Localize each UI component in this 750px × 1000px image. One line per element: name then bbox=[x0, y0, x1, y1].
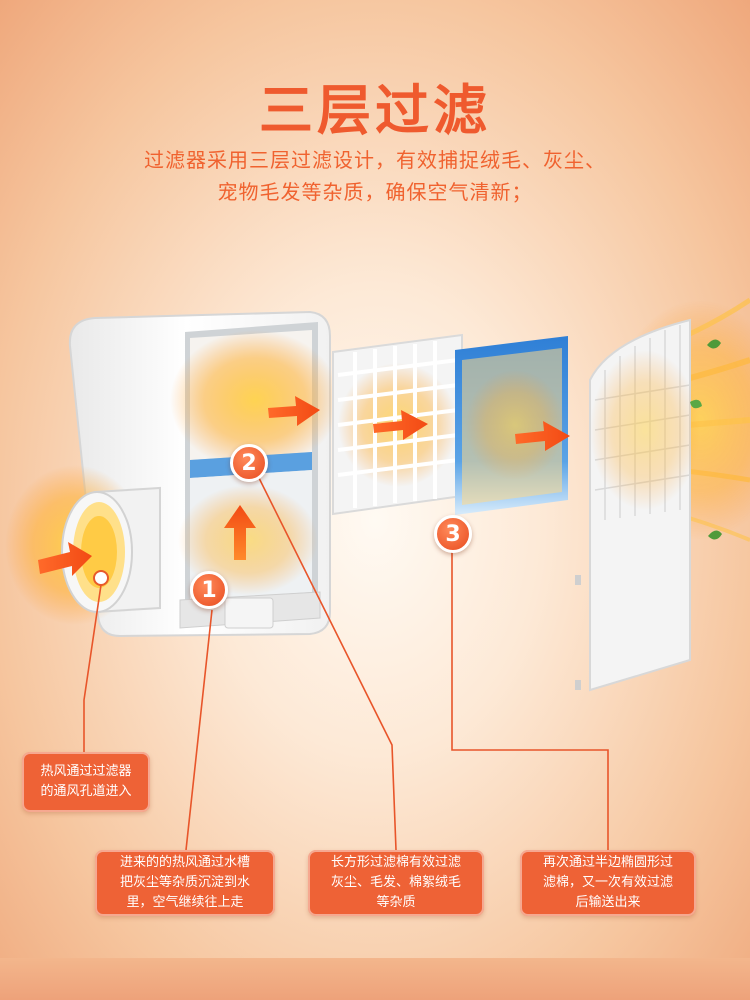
leaf-icon bbox=[690, 339, 722, 540]
step-3-line-2: 滤棉，又一次有效过滤 bbox=[542, 875, 673, 890]
intake-note: 热风通过过滤器 的通风孔道进入 bbox=[22, 752, 150, 812]
step-3-line-1: 再次通过半边椭圆形过 bbox=[542, 855, 673, 870]
step-1-line-2: 把灰尘等杂质沉淀到水 bbox=[119, 875, 250, 890]
airflow-arrow-icon bbox=[38, 396, 570, 576]
step-2-line-2: 灰尘、毛发、棉絮绒毛 bbox=[330, 875, 461, 890]
intake-tube bbox=[5, 465, 161, 625]
outlet-filter-panel bbox=[575, 318, 700, 692]
blue-filter-pad bbox=[455, 336, 568, 515]
step-2-line-1: 长方形过滤棉有效过滤 bbox=[330, 855, 461, 870]
step-1-line-1: 进来的的热风通过水槽 bbox=[119, 855, 250, 870]
step-2-line-3: 等杂质 bbox=[376, 895, 416, 910]
intake-note-line-2: 的通风孔道进入 bbox=[40, 784, 132, 799]
subtitle-line-2: 宠物毛发等杂质，确保空气清新； bbox=[217, 180, 533, 204]
step-1-line-3: 里，空气继续往上走 bbox=[126, 895, 244, 910]
step-3-badge: 3 bbox=[434, 515, 472, 553]
leader-lines bbox=[83, 471, 609, 851]
bottom-band bbox=[0, 958, 750, 1000]
intake-note-line-1: 热风通过过滤器 bbox=[40, 764, 132, 779]
step-3-line-3: 后输送出来 bbox=[575, 895, 641, 910]
subtitle-line-1: 过滤器采用三层过滤设计，有效捕捉绒毛、灰尘、 bbox=[144, 148, 606, 172]
step-1-note: 进来的的热风通过水槽 把灰尘等杂质沉淀到水 里，空气继续往上走 bbox=[95, 850, 275, 916]
step-2-note: 长方形过滤棉有效过滤 灰尘、毛发、棉絮绒毛 等杂质 bbox=[308, 850, 484, 916]
step-1-badge: 1 bbox=[190, 571, 228, 609]
page-title: 三层过滤 bbox=[259, 79, 491, 142]
step-3-note: 再次通过半边椭圆形过 滤棉，又一次有效过滤 后输送出来 bbox=[520, 850, 696, 916]
step-2-badge: 2 bbox=[230, 444, 268, 482]
